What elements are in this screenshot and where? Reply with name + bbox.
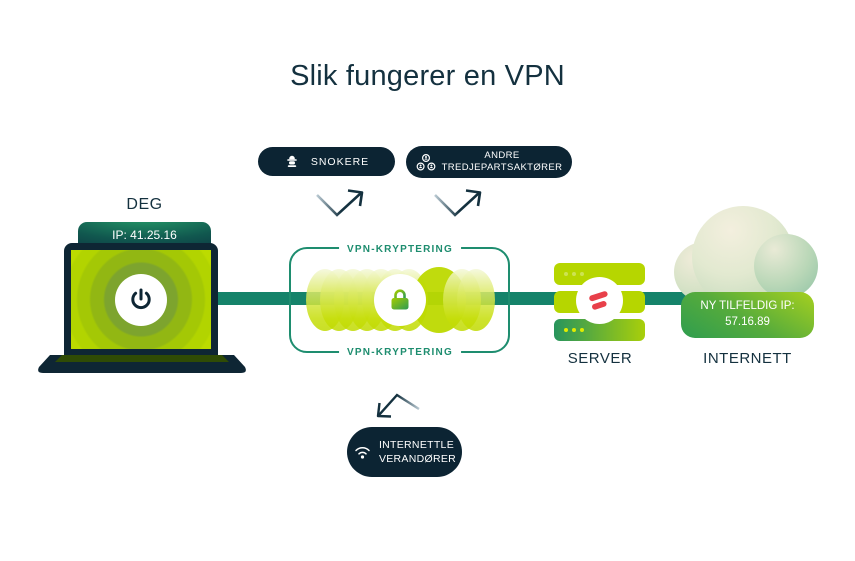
bounce-arrow-isp-icon — [376, 393, 420, 418]
third-parties-pill: ANDRE TREDJEPARTSAKTØRER — [406, 146, 572, 178]
laptop-base — [38, 355, 246, 373]
page-title: Slik fungerer en VPN — [290, 60, 565, 92]
isp-label-line1: INTERNETTLE — [378, 438, 454, 451]
server-leds-bottom — [564, 328, 584, 332]
bounce-arrow-right-icon — [434, 189, 482, 217]
isp-label-line2: VERANDØRER — [378, 453, 457, 465]
vpn-provider-badge — [576, 277, 623, 324]
lock-icon — [391, 289, 409, 310]
third-parties-label-line1: ANDRE — [484, 149, 520, 161]
server-rack-bottom — [554, 319, 645, 341]
vpn-encryption-label-top: VPN-KRYPTERING — [339, 244, 461, 255]
isp-pill: INTERNETTLE VERANDØRER — [347, 427, 462, 477]
third-parties-label-line2: TREDJEPARTSAKTØRER — [441, 162, 563, 173]
vpn-encryption-label-bottom: VPN-KRYPTERING — [339, 347, 461, 358]
you-label: DEG — [126, 196, 163, 213]
people-network-icon — [416, 153, 435, 171]
new-ip-badge: NY TILFELDIG IP: 57.16.89 — [681, 292, 814, 338]
server-leds-top — [564, 272, 584, 276]
encryption-lock-badge — [374, 274, 426, 326]
internet-label: INTERNETT — [703, 350, 792, 367]
expressvpn-logo-icon — [588, 290, 608, 310]
new-ip-line1: NY TILFELDIG IP: — [700, 300, 795, 313]
snoopers-pill: SNOKERE — [258, 147, 395, 176]
bounce-arrow-left-icon — [316, 189, 364, 217]
power-icon — [131, 288, 151, 309]
cloud-right-puff — [754, 234, 818, 298]
server-label: SERVER — [567, 350, 633, 367]
power-button[interactable] — [115, 274, 167, 326]
wifi-icon — [355, 447, 370, 459]
snoopers-label: SNOKERE — [310, 155, 370, 168]
server-rack-top — [554, 263, 645, 285]
spy-icon — [287, 155, 297, 167]
new-ip-line2: 57.16.89 — [725, 316, 770, 328]
